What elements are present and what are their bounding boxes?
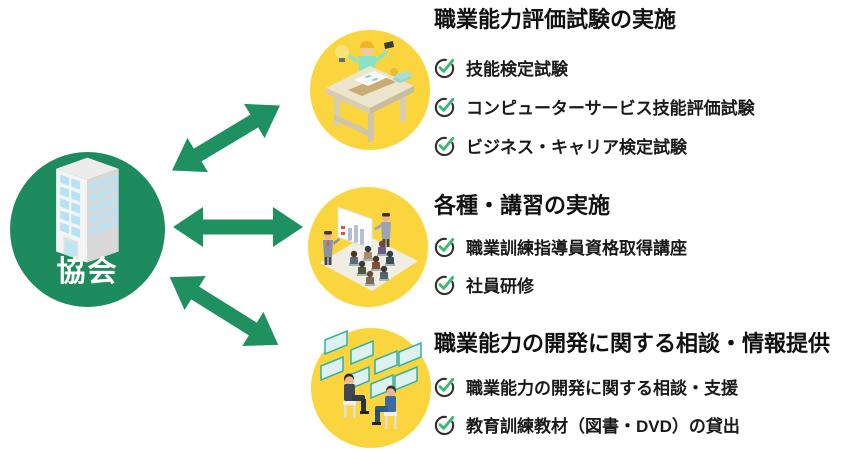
checklist-item-label: コンピューターサービス技能評価試験	[466, 98, 755, 118]
check-icon	[434, 135, 455, 157]
double-arrow-top	[171, 103, 281, 173]
drafting-table-scene	[326, 41, 414, 143]
checklist-item-label: 職業能力の開発に関する相談・支援	[466, 378, 738, 398]
illustration-consultation	[311, 328, 431, 448]
checklist-item: コンピューターサービス技能評価試験	[433, 93, 755, 119]
check-icon	[434, 274, 455, 296]
drafting-table	[326, 66, 414, 143]
client-figure	[372, 385, 397, 429]
presenter-figure	[374, 213, 391, 247]
section-title-consultation: 職業能力の開発に関する相談・情報提供	[434, 331, 831, 356]
checklist-item: 職業訓練指導員資格取得講座	[433, 233, 687, 259]
illustration-exam	[310, 30, 430, 150]
checklist-item: 職業能力の開発に関する相談・支援	[433, 373, 738, 399]
speech-bubbles	[320, 329, 422, 400]
checklist-item-label: 技能検定試験	[466, 59, 568, 79]
checklist-item-label: ビジネス・キャリア検定試験	[466, 137, 687, 157]
hub-label: 協会	[56, 256, 119, 288]
consultant-figure	[343, 373, 369, 418]
check-icon	[434, 414, 455, 436]
illustration-lecture	[308, 187, 428, 307]
check-icon	[434, 96, 455, 118]
double-arrow-bottom	[169, 276, 279, 346]
checklist-item: 社員研修	[433, 271, 534, 297]
double-arrow-middle	[173, 207, 303, 247]
check-icon	[434, 57, 455, 79]
consultation-scene	[320, 329, 422, 429]
section-title-exams: 職業能力評価試験の実施	[434, 7, 677, 32]
lecture-scene	[320, 206, 418, 291]
section-title-courses: 各種・講習の実施	[434, 193, 611, 218]
checklist-item-label: 社員研修	[466, 276, 534, 296]
checklist-item-label: 職業訓練指導員資格取得講座	[466, 238, 687, 258]
check-icon	[434, 236, 455, 258]
whiteboard	[337, 206, 373, 250]
check-icon	[434, 376, 455, 398]
hub-circle: 協会	[10, 152, 165, 307]
checklist-item: ビジネス・キャリア検定試験	[433, 132, 687, 158]
assistant-figure	[323, 231, 340, 265]
checklist-item-label: 教育訓練教材（図書・DVD）の貸出	[466, 416, 740, 436]
checklist-item: 技能検定試験	[433, 54, 568, 80]
building-icon	[56, 157, 119, 263]
checklist-item: 教育訓練教材（図書・DVD）の貸出	[433, 411, 740, 437]
audience	[349, 240, 395, 286]
